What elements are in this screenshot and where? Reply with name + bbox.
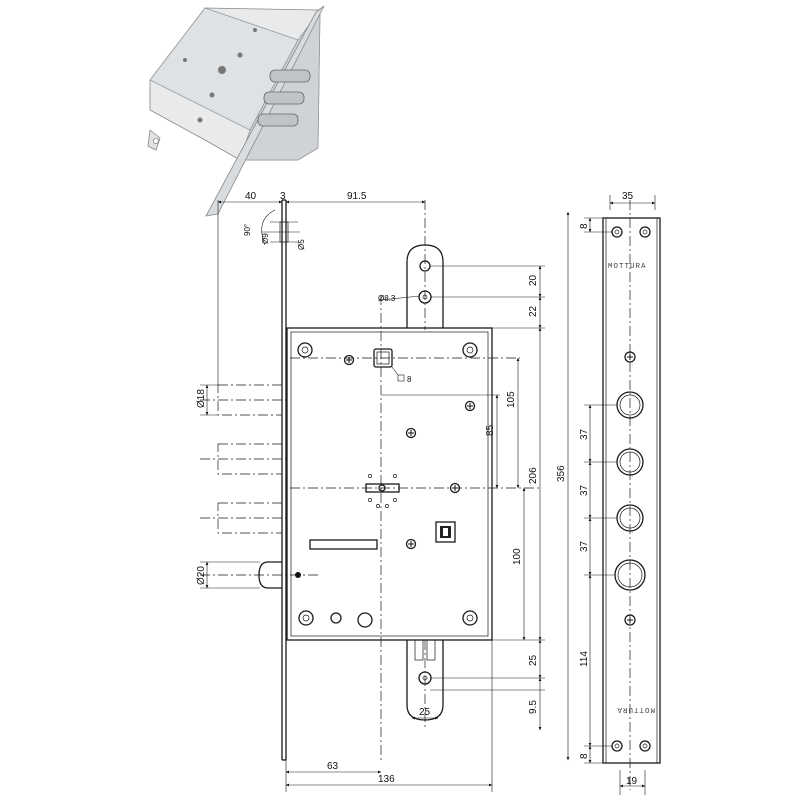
dim-8-top: 8	[579, 223, 590, 229]
cylinder-cam	[365, 474, 400, 508]
dim-phi5: Ø5	[297, 239, 306, 250]
dim-206: 206	[528, 467, 539, 484]
front-faceplate	[602, 200, 661, 790]
dim-phi20: Ø20	[196, 566, 207, 585]
lock-body	[286, 327, 493, 641]
dim-105: 105	[506, 391, 517, 408]
dim-100: 100	[512, 548, 523, 565]
dim-136: 136	[378, 774, 395, 785]
dim-19: 19	[626, 776, 638, 787]
dim-40: 40	[245, 191, 257, 202]
dim-8-bot: 8	[579, 753, 590, 759]
dim-phi18: Ø18	[196, 389, 207, 408]
dim-22: 22	[528, 305, 539, 317]
faceplate-dimension-lines	[584, 217, 617, 764]
dim-9-5: 9.5	[528, 700, 539, 714]
left-dimension-lines	[200, 384, 260, 589]
dim-phi9: Ø9	[261, 233, 270, 244]
dim-3: 3	[280, 191, 286, 202]
center-lines	[290, 200, 540, 760]
lock-photo-icon	[147, 5, 325, 217]
dim-20: 20	[528, 274, 539, 286]
dim-37b: 37	[579, 484, 590, 496]
dim-91-5: 91.5	[347, 191, 367, 202]
dim-sq8: 8	[407, 375, 412, 384]
dim-63: 63	[327, 761, 339, 772]
dim-37a: 37	[579, 428, 590, 440]
dim-25b: 25	[419, 707, 431, 718]
latch-bolt	[200, 561, 320, 589]
dim-35: 35	[622, 191, 634, 202]
dim-114: 114	[579, 651, 590, 667]
brand-top: MOTTURA	[608, 263, 647, 271]
dim-356: 356	[556, 465, 567, 482]
dim-90deg: 90°	[243, 224, 252, 236]
dim-phi8-3: Ø8.3	[378, 294, 396, 303]
brand-bottom: MOTTURA	[616, 705, 655, 713]
dim-37c: 37	[579, 540, 590, 552]
side-faceplate	[281, 199, 287, 761]
right-dimension-lines	[381, 211, 570, 761]
deadbolts	[200, 384, 286, 534]
dim-85: 85	[485, 424, 496, 436]
top-dimension-lines	[217, 195, 656, 385]
angle-detail	[261, 209, 300, 246]
dim-25a: 25	[528, 654, 539, 666]
bottom-dimension-lines	[285, 640, 646, 795]
